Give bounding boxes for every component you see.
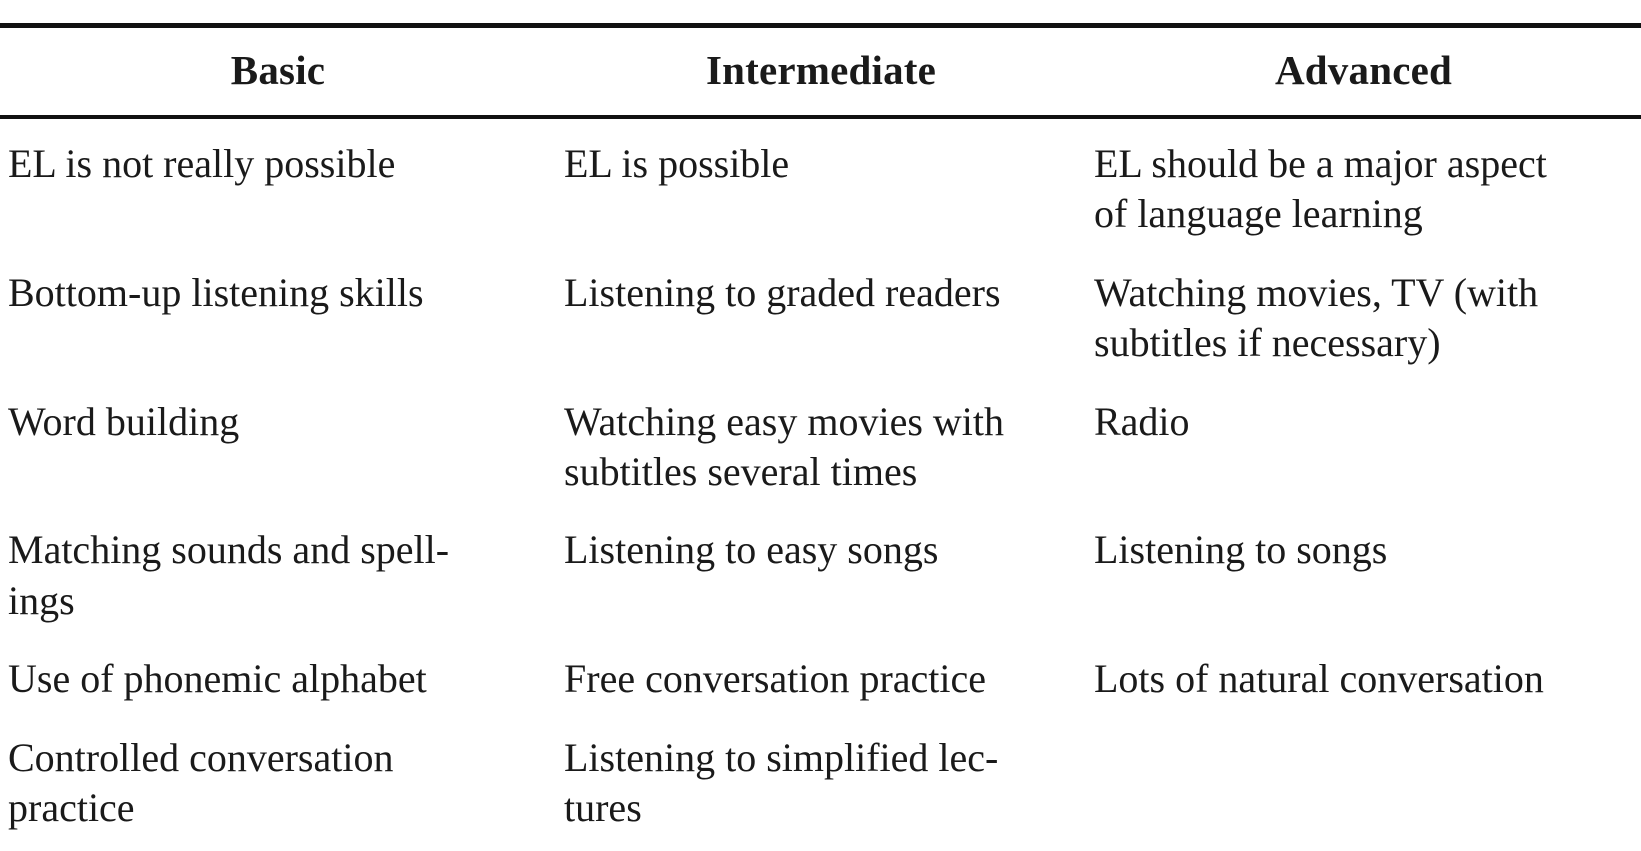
table-body: EL is not really possible EL is possible… — [0, 119, 1641, 851]
cell-intermediate: EL is possible — [564, 141, 790, 186]
table-row: Word building Watching easy movies with … — [0, 383, 1641, 512]
table-header: Basic Intermediate Advanced — [0, 28, 1641, 115]
table-header-rule — [0, 115, 1641, 119]
table-row: Matching sounds and spell- ings Listenin… — [0, 511, 1641, 640]
cell-advanced: Listening to songs — [1094, 527, 1388, 573]
cell-basic: Controlled conversation practice — [8, 734, 394, 830]
cell-advanced: Lots of natural conversation — [1094, 656, 1544, 702]
table-row: EL is not really possible EL is possible… — [0, 119, 1641, 254]
table-header-row: Basic Intermediate Advanced — [0, 28, 1641, 115]
cell-intermediate: Listening to graded readers — [564, 269, 1001, 315]
column-header-advanced: Advanced — [1274, 47, 1452, 93]
extensive-listening-table-body: EL is not really possible EL is possible… — [0, 119, 1641, 851]
cell-basic: Word building — [8, 398, 240, 444]
table-row: Bottom-up listening skills Listening to … — [0, 254, 1641, 383]
table-row: Use of phonemic alphabet Free conversati… — [0, 640, 1641, 718]
cell-advanced: EL should be a major aspect of language … — [1094, 141, 1547, 237]
cell-advanced: Watching movies, TV (with subtitles if n… — [1094, 269, 1539, 366]
cell-basic: Matching sounds and spell- ings — [8, 527, 450, 623]
cell-intermediate: Listening to easy songs — [564, 527, 939, 573]
cell-basic: EL is not really possible — [8, 141, 396, 186]
cell-basic: Bottom-up listening skills — [8, 269, 424, 315]
cell-intermediate: Watching easy movies with subtitles seve… — [564, 398, 1005, 494]
table-top-rule — [0, 23, 1641, 28]
extensive-listening-table: Basic Intermediate Advanced — [0, 28, 1641, 115]
column-header-intermediate: Intermediate — [705, 47, 937, 93]
column-header-basic: Basic — [230, 47, 326, 93]
cell-advanced — [1086, 719, 1641, 851]
cell-intermediate: Free conversation practice — [564, 656, 987, 702]
cell-advanced: Radio — [1094, 398, 1190, 444]
cell-intermediate: Listening to simplified lec- tures — [564, 734, 999, 830]
cell-basic: Use of phonemic alphabet — [8, 656, 427, 702]
table-row: Controlled conversation practice Listeni… — [0, 719, 1641, 851]
